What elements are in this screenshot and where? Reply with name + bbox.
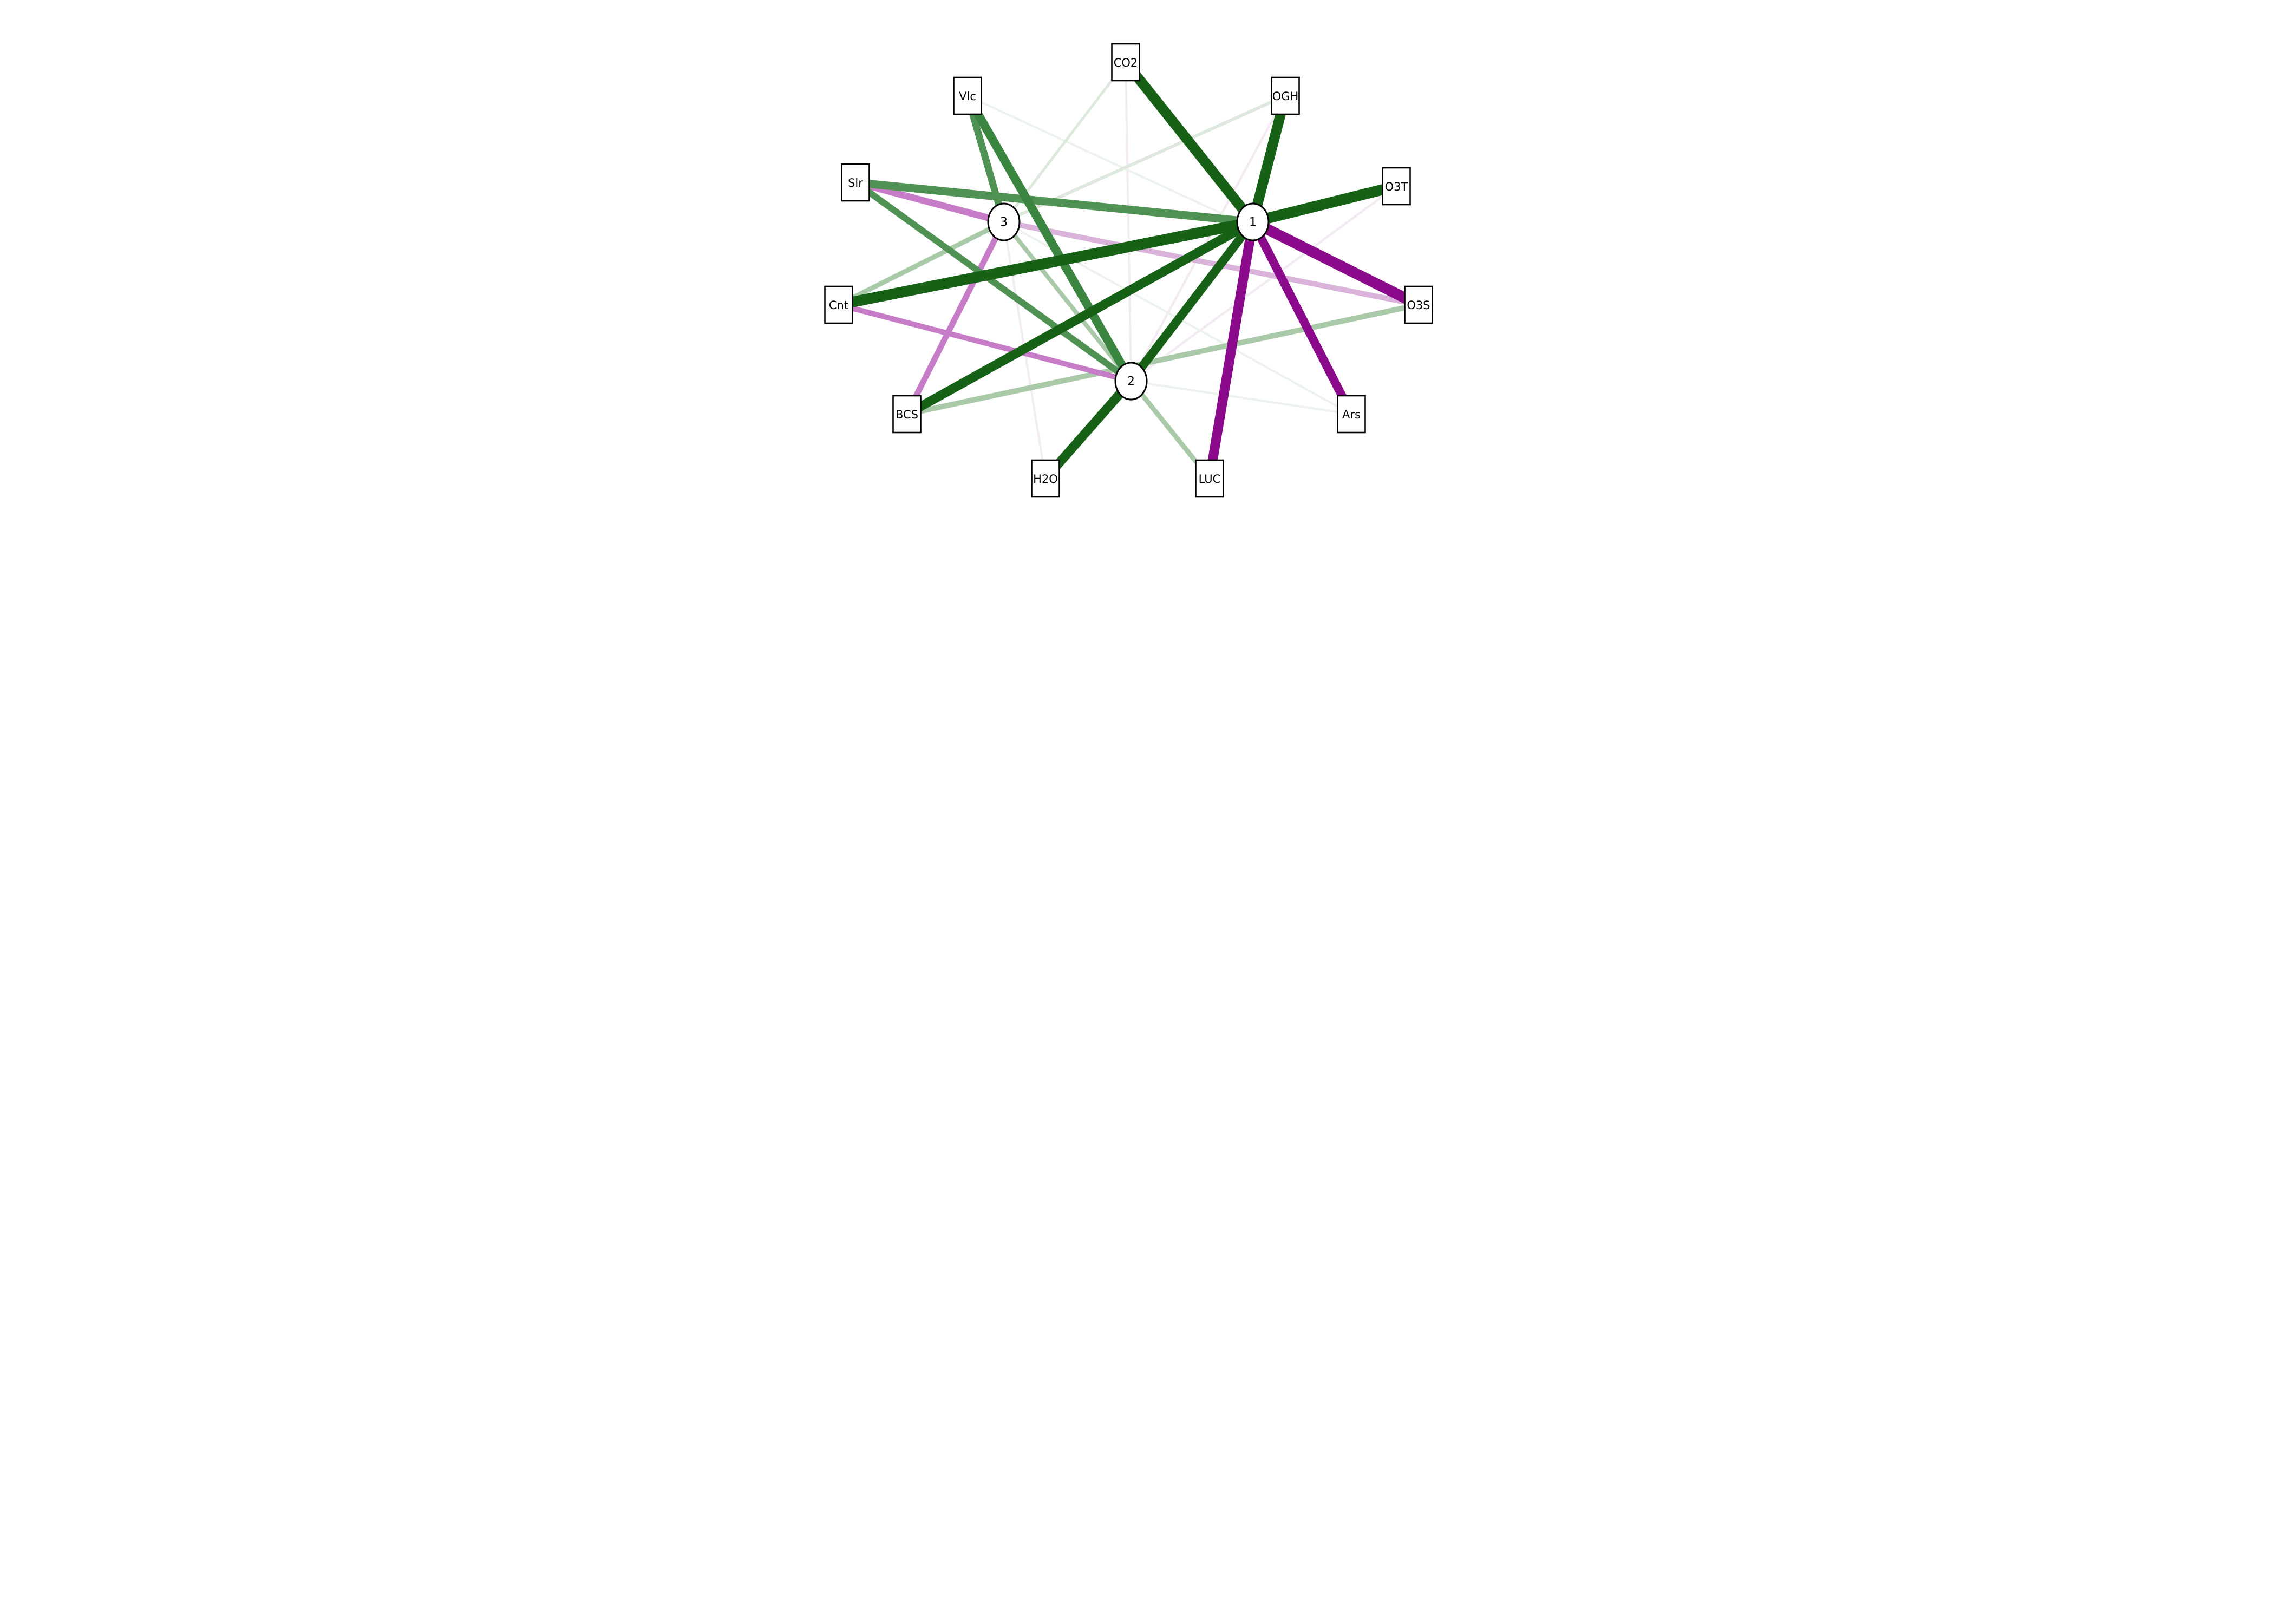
- edge-F1-Ars: [1249, 220, 1356, 416]
- edge-Vlc-F3: [964, 95, 1008, 223]
- node-box-Ars: [1337, 395, 1366, 434]
- edge-BCS-O3S: [906, 302, 1420, 417]
- node-OGH: OGH: [1271, 76, 1300, 115]
- edge-BCS-F1: [904, 218, 1256, 418]
- node-Ars: Ars: [1337, 395, 1366, 434]
- node-Cnt: Cnt: [824, 285, 853, 324]
- node-H2O: H2O: [1031, 459, 1060, 498]
- edge-CO2-F2: [1125, 62, 1132, 382]
- node-label-O3S: O3S: [1407, 299, 1430, 312]
- node-label-F1: 1: [1249, 216, 1257, 230]
- node-label-Slr: Slr: [848, 176, 863, 189]
- node-O3S: O3S: [1404, 285, 1433, 324]
- node-label-H2O: H2O: [1033, 473, 1058, 486]
- edge-BCS-F3: [904, 220, 1007, 416]
- edge-Slr-F1: [855, 178, 1253, 226]
- edge-Cnt-F2: [838, 302, 1132, 384]
- node-label-LUC: LUC: [1199, 473, 1221, 486]
- edge-F3-F2: [1002, 220, 1133, 383]
- edge-O3T-F1: [1251, 181, 1398, 227]
- node-Slr: Slr: [841, 163, 870, 202]
- node-label-CO2: CO2: [1114, 56, 1138, 69]
- edge-Cnt-F1: [838, 217, 1254, 310]
- node-label-O3T: O3T: [1385, 180, 1408, 193]
- node-box-LUC: [1195, 459, 1224, 498]
- factor-node-F3: 3: [987, 202, 1021, 241]
- edge-F1-LUC: [1205, 221, 1258, 480]
- node-BCS: BCS: [892, 395, 922, 434]
- edge-OGH-F1: [1247, 94, 1291, 224]
- node-label-Vlc: Vlc: [959, 90, 976, 103]
- node-box-Cnt: [824, 285, 853, 324]
- node-box-OGH: [1271, 76, 1300, 115]
- edge-Slr-F2: [853, 180, 1133, 384]
- edge-CO2-F1: [1121, 59, 1257, 225]
- node-Vlc: Vlc: [953, 76, 982, 115]
- edge-Slr-F3: [854, 179, 1005, 226]
- node-label-F3: 3: [1000, 216, 1008, 230]
- node-LUC: LUC: [1195, 459, 1224, 498]
- node-O3T: O3T: [1382, 167, 1411, 206]
- edge-Cnt-F3: [837, 219, 1005, 307]
- edge-F1-F2: [1127, 219, 1257, 384]
- node-box-H2O: [1031, 459, 1060, 498]
- edge-F1-O3S: [1250, 217, 1421, 310]
- factor-circle-F1: [1236, 202, 1270, 241]
- edge-Ars-F2: [1131, 380, 1352, 415]
- factor-circle-F3: [987, 202, 1021, 241]
- node-box-CO2: [1111, 43, 1140, 82]
- edge-layer: [837, 59, 1421, 482]
- node-label-OGH: OGH: [1272, 90, 1299, 103]
- factor-node-F2: 2: [1114, 362, 1148, 401]
- node-label-Cnt: Cnt: [829, 299, 848, 312]
- node-CO2: CO2: [1111, 43, 1140, 82]
- edge-OGH-F2: [1130, 95, 1286, 382]
- node-box-Slr: [841, 163, 870, 202]
- node-box-O3T: [1382, 167, 1411, 206]
- edge-F3-O3S: [1003, 219, 1419, 307]
- node-label-Ars: Ars: [1342, 408, 1361, 421]
- factor-node-F1: 1: [1236, 202, 1270, 241]
- edge-O3T-F2: [1130, 185, 1397, 382]
- node-label-F2: 2: [1127, 375, 1135, 389]
- factor-circle-F2: [1114, 362, 1148, 401]
- node-label-BCS: BCS: [896, 408, 918, 421]
- edge-Vlc-F2: [964, 94, 1135, 383]
- node-box-O3S: [1404, 285, 1433, 324]
- node-box-Vlc: [953, 76, 982, 115]
- node-box-BCS: [892, 395, 922, 434]
